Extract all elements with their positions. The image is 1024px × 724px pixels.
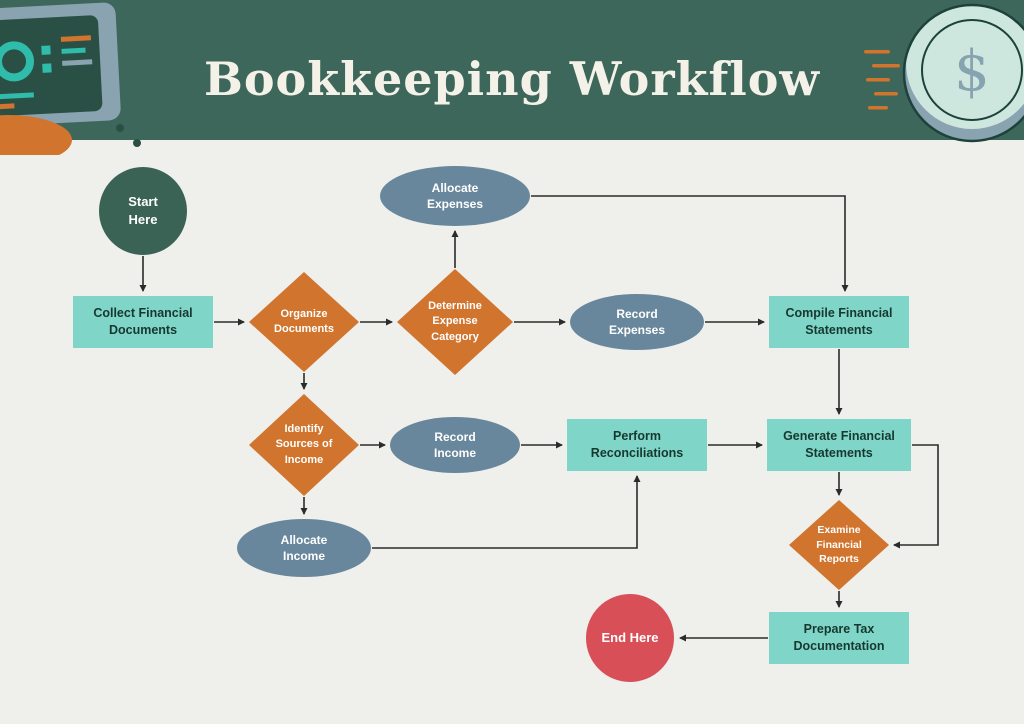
decor-dot (116, 124, 124, 132)
node-record-income: Record Income (390, 417, 520, 473)
screen-dot (41, 45, 51, 55)
node-label: Record Income (433, 429, 476, 460)
node-perform-reconciliations: Perform Reconciliations (567, 419, 707, 471)
dollar-sign-icon: $ (954, 39, 990, 104)
node-allocate-income: Allocate Income (237, 519, 371, 577)
screen-line (0, 92, 34, 101)
node-label: Start Here (128, 193, 158, 227)
dollar-coin-illustration: $ (864, 3, 1024, 143)
node-compile-financial-statements: Compile Financial Statements (769, 296, 909, 348)
connector (372, 475, 641, 549)
laptop-screen (0, 15, 103, 119)
decor-dot (133, 139, 141, 147)
node-prepare-tax-documentation: Prepare Tax Documentation (769, 612, 909, 664)
node-label: Allocate Expenses (426, 180, 484, 211)
coin-face (906, 5, 1024, 129)
laptop-illustration (0, 2, 141, 155)
node-label: Prepare Tax Documentation (793, 621, 885, 654)
node-start: Start Here (99, 167, 187, 255)
screen-line (62, 59, 93, 66)
node-allocate-expenses: Allocate Expenses (380, 166, 530, 226)
coin-inner-ring (921, 19, 1023, 121)
screen-line (61, 47, 86, 54)
node-identify-sources-of-income: Identify Sources of Income (249, 394, 359, 496)
node-label: Identify Sources of Income (275, 422, 333, 466)
node-label: Organize Documents (274, 307, 334, 335)
screen-line (60, 35, 92, 42)
node-label: Record Expenses (608, 306, 666, 337)
header-band: Bookkeeping Workflow (0, 0, 1024, 140)
node-generate-financial-statements: Generate Financial Statements (767, 419, 911, 471)
speed-lines-icon (864, 50, 900, 110)
node-label: Examine Financial Reports (816, 523, 862, 566)
node-label: Collect Financial Documents (93, 305, 193, 338)
screen-dot (42, 63, 52, 73)
node-label: End Here (601, 629, 659, 645)
node-determine-expense-category: Determine Expense Category (397, 269, 513, 375)
node-collect-financial-documents: Collect Financial Documents (73, 296, 213, 348)
page-title: Bookkeeping Workflow (203, 52, 821, 106)
node-label: Compile Financial Statements (785, 305, 893, 338)
node-label: Generate Financial Statements (783, 428, 895, 461)
screen-glyph (0, 41, 35, 82)
node-end: End Here (586, 594, 674, 682)
orange-base-shape (0, 115, 72, 155)
node-label: Perform Reconciliations (590, 428, 684, 461)
coin-outline (902, 3, 1024, 143)
node-label: Allocate Income (280, 532, 328, 563)
node-examine-financial-reports: Examine Financial Reports (789, 500, 889, 590)
screen-line (0, 103, 15, 111)
node-organize-documents: Organize Documents (249, 272, 359, 372)
node-label: Determine Expense Category (428, 299, 482, 343)
node-record-expenses: Record Expenses (570, 294, 704, 350)
connector (531, 195, 849, 292)
